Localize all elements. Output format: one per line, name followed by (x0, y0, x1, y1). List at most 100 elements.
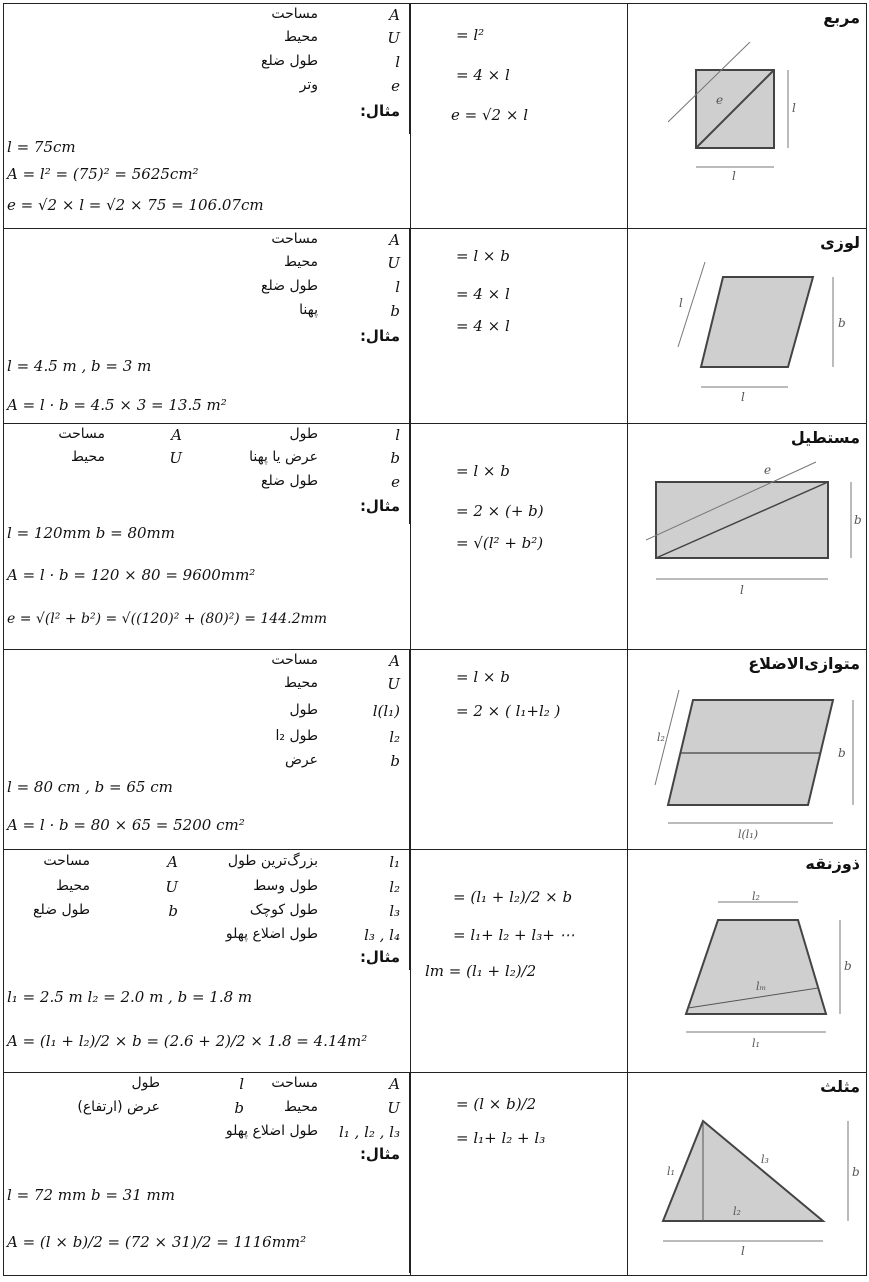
formula: = (l × b)/2 (456, 1095, 537, 1113)
def-sym: A (389, 1075, 400, 1093)
label-b: b (844, 959, 852, 973)
dim-line (646, 461, 817, 541)
formula: lm = (l₁ + l₂)/2 (425, 962, 537, 980)
def-sym: A (389, 652, 400, 670)
def-sym: l₂ (389, 728, 400, 746)
def-sym: b (390, 752, 400, 770)
rhombus-figure: b l l (677, 261, 846, 404)
def-label: طول ضلع (261, 278, 318, 294)
row-triangle: A مساحت U محیط l₁ , l₂ , l₃ طول اضلاع په… (3, 1072, 867, 1276)
def-label: طول (131, 1075, 160, 1091)
def-sym: e (391, 473, 400, 491)
def-label: l₂ طول (275, 728, 319, 744)
example-line: l = 75cm (7, 138, 76, 156)
def-label: طول اضلاع پهلو (225, 926, 318, 942)
left-cell-rectangle: l طول b عرض یا پهنا e طول ضلع A مساحت U … (3, 423, 411, 650)
formula-cell-trapezoid: = (l₁ + l₂)/2 × b = l₁+ l₂ + l₃+ ⋯ lm = … (410, 849, 628, 1073)
def-label: محیط (283, 29, 318, 45)
left-cell-rhombus: A مساحت U محیط l طول ضلع b پهنا مثال: l … (3, 228, 411, 424)
figure-cell-rhombus: لوزی b l l (627, 228, 867, 424)
def-label: پهنا (299, 302, 318, 318)
left-cell-square: A مساحت U محیط l طول ضلع e وتر مثال: l =… (3, 3, 411, 229)
square-figure: e l l (668, 42, 796, 183)
left-cell-parallelogram: A مساحت U محیط l(l₁) طول l₂ l₂ طول b عرض… (3, 649, 411, 850)
example-line: l₁ = 2.5 m l₂ = 2.0 m , b = 1.8 m (7, 988, 253, 1006)
row-rectangle: l طول b عرض یا پهنا e طول ضلع A مساحت U … (3, 423, 867, 650)
formula: e = √2 × l (451, 106, 528, 124)
row-square: A مساحت U محیط l طول ضلع e وتر مثال: l =… (3, 3, 867, 229)
shape-title: لوزی (820, 233, 860, 252)
formula: = l × b (456, 462, 510, 480)
label-l: l (740, 583, 744, 597)
def-label: مساحت (58, 426, 105, 442)
def-label: مساحت (271, 231, 318, 247)
dim-line (668, 42, 751, 123)
def-sym: l₃ (389, 902, 400, 920)
def-sym: A (389, 231, 400, 249)
example-line: l = 80 cm , b = 65 cm (7, 778, 173, 796)
formula: = l² (456, 26, 485, 44)
example-line: l = 120mm b = 80mm (7, 524, 175, 542)
label-b: b (852, 1165, 860, 1179)
def-sym: U (387, 29, 400, 47)
shape-title: مثلث (820, 1077, 860, 1096)
def-sym: U (387, 1099, 400, 1117)
example-label: مثال: (359, 102, 400, 120)
def-sym: l (395, 426, 400, 444)
example-label: مثال: (359, 327, 400, 345)
label-l: l (741, 1244, 745, 1258)
def-label: عرض (284, 752, 318, 768)
example-line: A = (l₁ + l₂)/2 × b = (2.6 + 2)/2 × 1.8 … (7, 1032, 368, 1050)
formula-cell-parallelogram: = l × b = 2 × ( l₁+l₂ ) (410, 649, 628, 850)
def-sym: l(l₁) (372, 702, 400, 720)
formula: = 4 × l (456, 66, 510, 84)
label-l3: l₃ (761, 1153, 769, 1166)
formula: = 4 × l (456, 285, 510, 303)
dim-line (654, 689, 680, 786)
dim-line (677, 261, 706, 348)
def-label: محیط (55, 878, 90, 894)
row-rhombus: A مساحت U محیط l طول ضلع b پهنا مثال: l … (3, 228, 867, 424)
def-sym: l₂ (389, 878, 400, 896)
example-label: مثال: (359, 497, 400, 515)
example-line: A = l² = (75)² = 5625cm² (7, 165, 199, 183)
label-l: l (679, 296, 683, 310)
figure-cell-trapezoid: ذوزنقه l₂ lₘ l₁ b (627, 849, 867, 1073)
label-l2: l₂ (733, 1205, 741, 1218)
formula: = √(l² + b²) (456, 534, 544, 552)
diagonal-line (695, 69, 775, 149)
trapezoid-shape (684, 919, 828, 1015)
def-sym: e (391, 77, 400, 95)
label-lm: lₘ (756, 980, 766, 993)
def-sym: l (239, 1075, 244, 1093)
label-l1: l(l₁) (738, 828, 758, 841)
formula-cell-triangle: = (l × b)/2 = l₁+ l₂ + l₃ (410, 1072, 628, 1276)
example-line: l = 4.5 m , b = 3 m (7, 357, 152, 375)
shape-title: ذوزنقه (805, 854, 860, 873)
def-label: مساحت (271, 1075, 318, 1091)
mid-line (687, 987, 819, 1009)
left-cell-trapezoid: l₁ بزرگ‌ترین طول l₂ طول وسط l₃ طول کوچک … (3, 849, 411, 1073)
def-label: طول (289, 702, 318, 718)
example-line: A = l · b = 120 × 80 = 9600mm² (7, 566, 256, 584)
triangle-shape (661, 1119, 826, 1222)
formula: = 4 × l (456, 317, 510, 335)
figure-cell-triangle: مثلث l₁ l₃ l₂ b l (627, 1072, 867, 1276)
shape-title: مستطیل (790, 428, 860, 447)
def-sym: U (169, 449, 182, 467)
def-sym: l₁ (389, 853, 400, 871)
formula: = (l₁ + l₂)/2 × b (453, 888, 573, 906)
def-sym: b (234, 1099, 244, 1117)
def-sym: l₁ , l₂ , l₃ (338, 1123, 400, 1141)
label-l: l (732, 169, 736, 183)
row-parallelogram: A مساحت U محیط l(l₁) طول l₂ l₂ طول b عرض… (3, 649, 867, 850)
formula-cell-rhombus: = l × b = 4 × l = 4 × l (410, 228, 628, 424)
def-sym: b (390, 302, 400, 320)
example-line: e = √2 × l = √2 × 75 = 106.07cm (7, 196, 264, 214)
def-label: وتر (299, 77, 318, 93)
example-line: A = l · b = 4.5 × 3 = 13.5 m² (7, 396, 227, 414)
label-e: e (764, 463, 771, 477)
example-line: l = 72 mm b = 31 mm (7, 1186, 175, 1204)
label-b: b (838, 316, 846, 330)
label-e: e (716, 93, 723, 107)
